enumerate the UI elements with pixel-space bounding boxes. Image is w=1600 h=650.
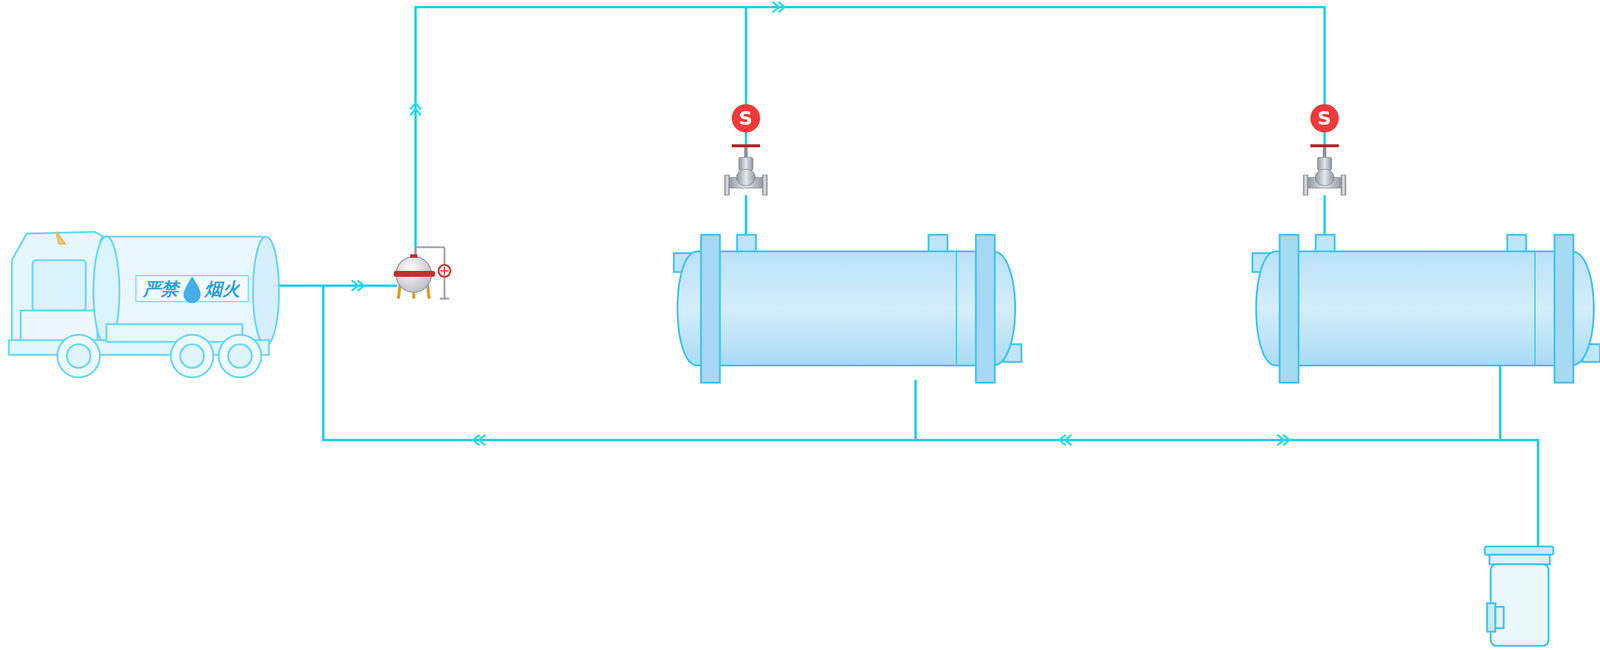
tanker-truck — [8, 231, 279, 378]
solenoid-letter: S — [1317, 108, 1332, 128]
separator-vessel — [393, 247, 451, 299]
pump — [1484, 546, 1554, 646]
solenoid-letter: S — [738, 108, 753, 128]
warning-text: 烟火 — [204, 280, 240, 298]
flow-arrow — [352, 2, 1290, 445]
globe-valve — [724, 144, 1346, 196]
storage-tank — [673, 234, 1600, 383]
solenoid-marker — [731, 104, 1339, 133]
warning-text: 严禁 — [143, 280, 179, 298]
